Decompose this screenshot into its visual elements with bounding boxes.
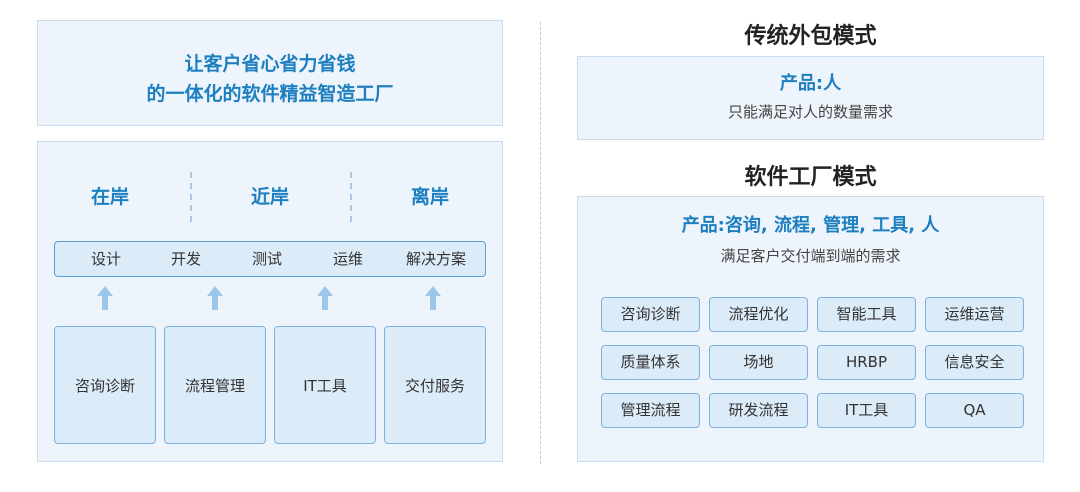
traditional-panel: 产品:人 只能满足对人的数量需求 (577, 56, 1044, 140)
shore-divider (190, 172, 192, 222)
slogan-panel: 让客户省心省力省钱 的一体化的软件精益智造工厂 (37, 20, 503, 126)
shore-divider (350, 172, 352, 222)
chip: 研发流程 (709, 393, 808, 428)
shore-label-onshore: 在岸 (90, 186, 129, 208)
process-bar: 设计 开发 测试 运维 解决方案 (54, 241, 486, 277)
traditional-product: 产品:人 (779, 73, 842, 94)
service-box-consulting: 咨询诊断 (54, 326, 156, 444)
chip: IT工具 (817, 393, 916, 428)
chip: 咨询诊断 (601, 297, 700, 332)
chip: 信息安全 (925, 345, 1024, 380)
chip: 管理流程 (601, 393, 700, 428)
up-arrow-icon (207, 286, 223, 310)
chip: 质量体系 (601, 345, 700, 380)
slogan-line-2: 的一体化的软件精益智造工厂 (146, 83, 394, 105)
chip: 运维运营 (925, 297, 1024, 332)
shore-panel: 在岸 近岸 离岸 设计 开发 测试 运维 解决方案 咨询诊断 流程管理 IT工具… (37, 141, 503, 462)
factory-heading: 软件工厂模式 (744, 165, 877, 190)
shore-label-nearshore: 近岸 (250, 186, 289, 208)
service-box-it-tools: IT工具 (274, 326, 376, 444)
traditional-desc: 只能满足对人的数量需求 (727, 103, 893, 121)
factory-panel: 产品:咨询, 流程, 管理, 工具, 人 满足客户交付端到端的需求 咨询诊断 流… (577, 196, 1044, 462)
up-arrow-icon (317, 286, 333, 310)
slogan-line-1: 让客户省心省力省钱 (184, 53, 356, 75)
up-arrow-icon (97, 286, 113, 310)
process-item-design: 设计 (90, 250, 121, 268)
factory-product: 产品:咨询, 流程, 管理, 工具, 人 (681, 215, 940, 236)
process-item-solution: 解决方案 (405, 250, 466, 268)
chip: QA (925, 393, 1024, 428)
traditional-heading: 传统外包模式 (744, 24, 877, 49)
shore-label-offshore: 离岸 (410, 186, 449, 208)
chip: HRBP (817, 345, 916, 380)
process-item-develop: 开发 (170, 250, 201, 268)
process-item-test: 测试 (251, 250, 282, 268)
chip: 流程优化 (709, 297, 808, 332)
up-arrow-icon (425, 286, 441, 310)
factory-desc: 满足客户交付端到端的需求 (720, 247, 901, 265)
chip: 智能工具 (817, 297, 916, 332)
center-divider (540, 22, 541, 464)
chip: 场地 (709, 345, 808, 380)
service-box-process: 流程管理 (164, 326, 266, 444)
process-item-ops: 运维 (332, 250, 363, 268)
service-box-delivery: 交付服务 (384, 326, 486, 444)
